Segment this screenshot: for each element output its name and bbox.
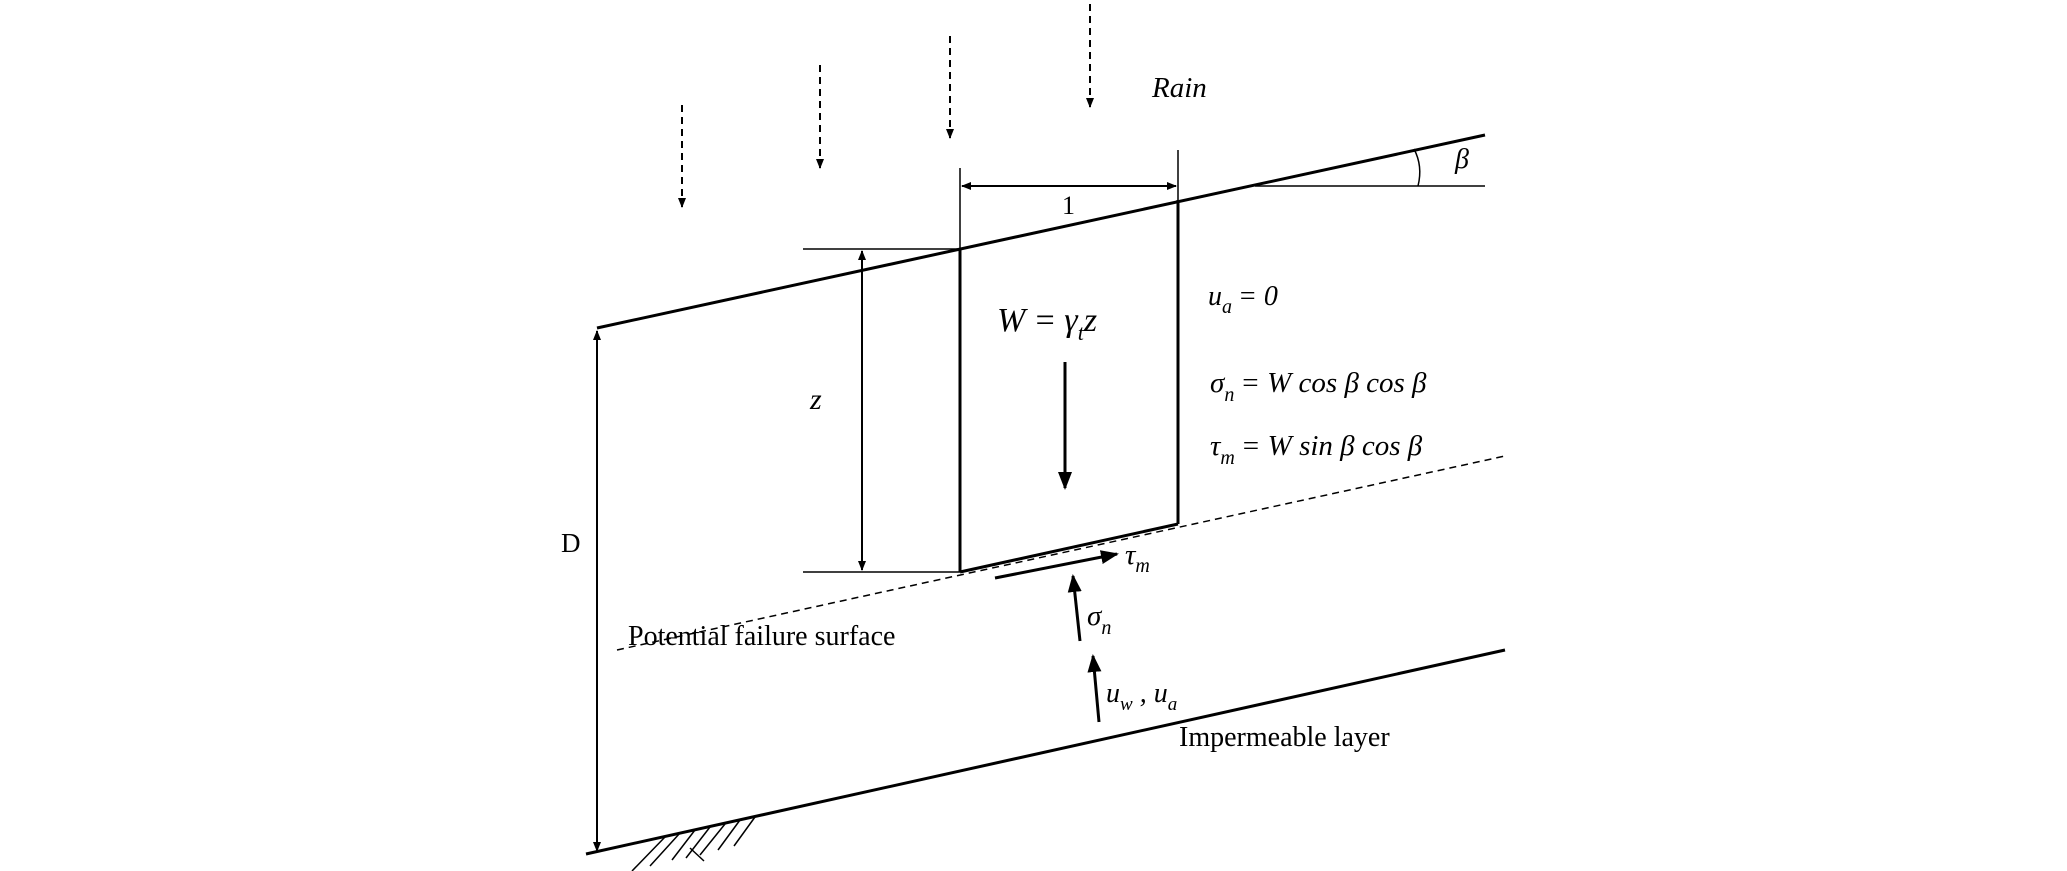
unit-width-label: 1 [1062,191,1075,220]
ua-equation: ua= 0 [1208,281,1278,318]
weight-equation: W=γtz [997,302,1097,345]
normal-stress-label: σn [1087,600,1111,639]
depth-z-label: z [809,383,822,416]
potential-failure-surface-line [616,455,1506,651]
rain-arrows [678,4,1094,208]
rain-label: Rain [1151,72,1207,104]
soil-slice [958,200,1180,574]
tau-m-equation: τm= W sin β cos β [1210,430,1423,469]
normal-stress-arrow [1067,574,1082,642]
depth-D-label: D [561,528,581,558]
shear-stress-label: τm [1125,539,1150,577]
ground-surface [596,133,1486,330]
pore-pressure-label: uw , ua [1106,678,1177,715]
sigma-n-equation: σn= W cos β cos β [1210,367,1427,406]
slice-base [959,522,1179,574]
beta-angle-arc [1413,148,1421,187]
ground-hatching [631,816,756,871]
impermeable-layer-label: Impermeable layer [1179,722,1390,753]
failure-surface-label: Potential failure surface [628,621,895,652]
beta-label: β [1454,144,1469,175]
shear-stress-arrow [994,550,1119,580]
pore-pressure-arrow [1087,654,1102,723]
